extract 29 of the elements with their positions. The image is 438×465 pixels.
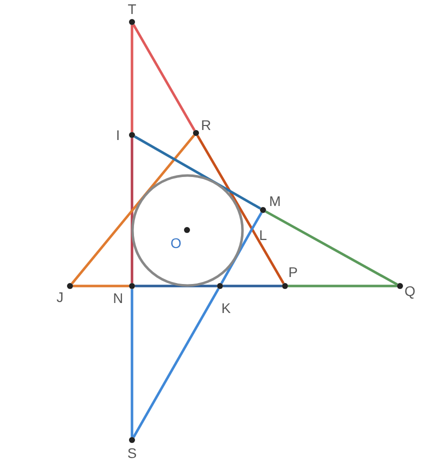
line-segment	[70, 134, 196, 284]
line-segment	[130, 138, 134, 283]
point-label: P	[288, 264, 298, 280]
point-label: K	[221, 300, 231, 316]
line-segment	[134, 135, 262, 210]
line-segment	[130, 25, 134, 132]
line-segment	[132, 24, 196, 132]
line-segment	[250, 228, 285, 284]
point-label: Q	[404, 283, 416, 299]
point-label: R	[200, 117, 212, 133]
point-label: J	[56, 289, 64, 305]
circle	[130, 174, 244, 286]
line-segment	[135, 284, 217, 288]
line-segment	[73, 284, 129, 288]
line-segment	[265, 210, 398, 286]
line-segment	[223, 284, 282, 288]
line-segment	[132, 288, 220, 438]
point-label: O	[170, 235, 182, 251]
point-label: T	[128, 1, 136, 17]
line-segment	[196, 134, 254, 230]
point-label: M	[269, 193, 281, 209]
point-label: N	[112, 290, 124, 306]
line-segment	[250, 212, 263, 230]
line-segment	[288, 284, 397, 288]
line-segment	[130, 289, 134, 437]
point-label: S	[127, 445, 137, 461]
line-segment	[220, 228, 254, 284]
point-label: I	[116, 127, 120, 143]
point-label: L	[259, 227, 267, 243]
